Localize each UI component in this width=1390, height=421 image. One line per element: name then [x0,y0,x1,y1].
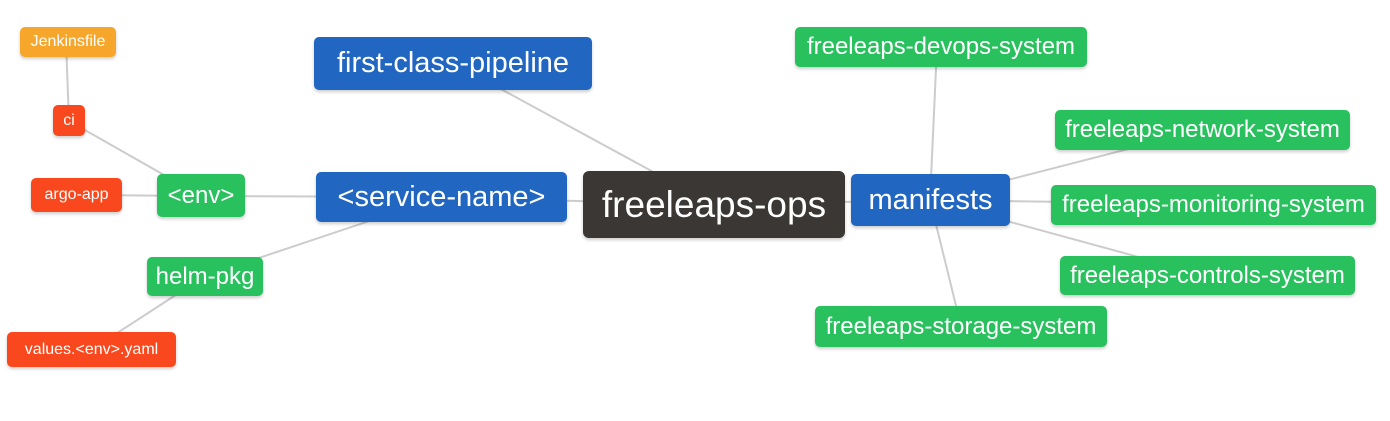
node-helm-pkg[interactable]: helm-pkg [147,257,263,296]
node-freeleaps-monitoring-system[interactable]: freeleaps-monitoring-system [1051,185,1376,225]
node-freeleaps-devops-system[interactable]: freeleaps-devops-system [795,27,1087,67]
node-freeleaps-controls-system[interactable]: freeleaps-controls-system [1060,256,1355,295]
node-service-name[interactable]: <service-name> [316,172,567,222]
node-first-class-pipeline[interactable]: first-class-pipeline [314,37,592,90]
node-env[interactable]: <env> [157,174,245,217]
node-freeleaps-ops[interactable]: freeleaps-ops [583,171,845,238]
node-jenkinsfile[interactable]: Jenkinsfile [20,27,116,57]
node-values-env-yaml[interactable]: values.<env>.yaml [7,332,176,367]
node-manifests[interactable]: manifests [851,174,1010,226]
node-argo-app[interactable]: argo-app [31,178,122,212]
node-freeleaps-network-system[interactable]: freeleaps-network-system [1055,110,1350,150]
node-ci[interactable]: ci [53,105,85,136]
node-freeleaps-storage-system[interactable]: freeleaps-storage-system [815,306,1107,347]
